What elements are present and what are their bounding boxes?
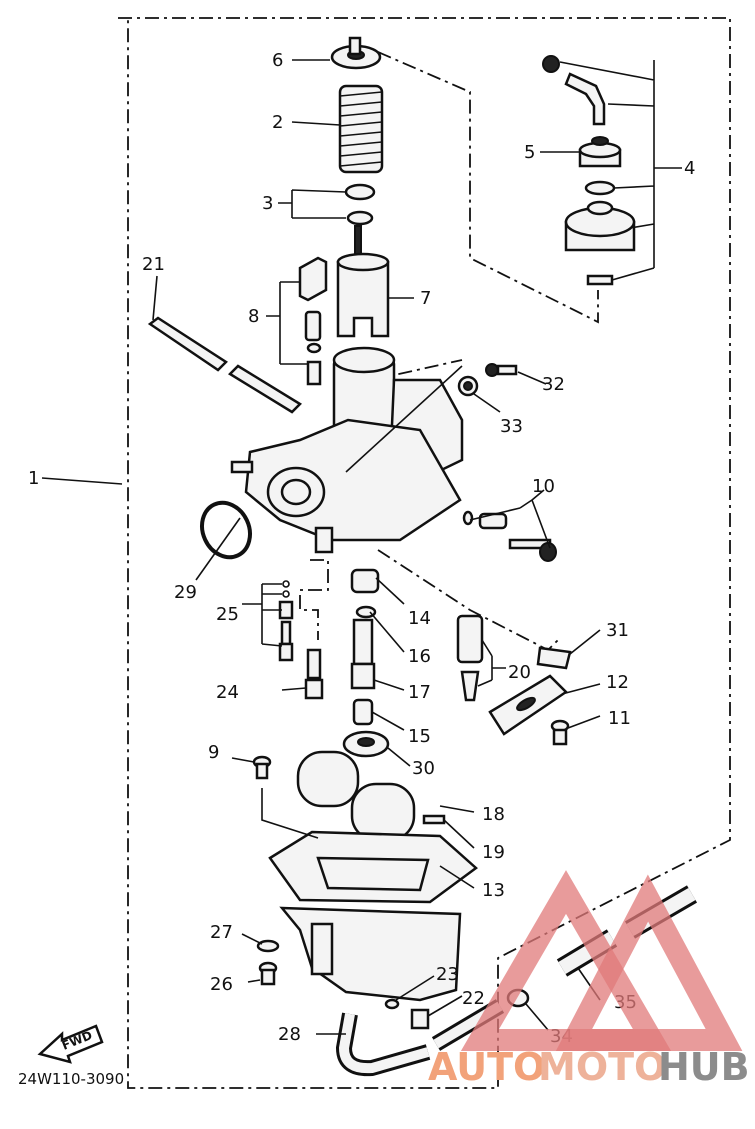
callout-13: 13: [482, 880, 505, 901]
carburetor-body-part-1: [230, 346, 464, 554]
main-jet-part-15: [352, 698, 374, 726]
callout-4: 4: [684, 158, 695, 179]
callout-33: 33: [500, 416, 523, 437]
callout-8: 8: [248, 306, 259, 327]
callout-12: 12: [606, 672, 629, 693]
nut-part-33: [457, 375, 479, 397]
callout-19: 19: [482, 842, 505, 863]
watermark-auto: AUTO: [428, 1045, 545, 1089]
callout-3: 3: [262, 193, 273, 214]
float-valve-part-20: [456, 614, 484, 702]
air-screw-part-8: [298, 256, 328, 386]
spring-part-2: [338, 84, 384, 174]
screw-part-11: [550, 719, 570, 746]
needle-jet-link: [371, 359, 463, 381]
watermark-hub: HUB: [658, 1045, 750, 1089]
baffle-part-30: [342, 730, 390, 758]
screw-part-32: [485, 363, 518, 377]
needle-and-slide-part-7: [336, 225, 390, 338]
cap-assembly-part-4: [542, 55, 606, 126]
float-pin-part-19: [422, 814, 446, 825]
callout-22: 22: [462, 988, 485, 1009]
plate-part-31: [536, 646, 572, 670]
callout-17: 17: [408, 682, 431, 703]
watermark-moto: MOTO: [538, 1045, 666, 1089]
callout-21: 21: [142, 254, 165, 275]
callout-24: 24: [216, 682, 239, 703]
diagram-code: 24W110-3090: [18, 1070, 124, 1088]
callout-9: 9: [208, 742, 219, 763]
callout-20: 20: [508, 662, 531, 683]
callout-26: 26: [210, 974, 233, 995]
needle-jet-holder-part-17: [350, 662, 376, 690]
vent-tube-part-21: [147, 316, 303, 414]
plate-part-12: [488, 674, 568, 736]
callout-7: 7: [420, 288, 431, 309]
leader-lines: [41, 59, 682, 1035]
washer-part-27: [256, 939, 280, 953]
callout-28: 28: [278, 1024, 301, 1045]
plug-part-26: [258, 961, 278, 986]
float-bowl: [279, 906, 462, 1002]
gasket-part-13: [268, 830, 478, 904]
callout-18: 18: [482, 804, 505, 825]
top-cap-part-4: [564, 200, 636, 286]
pilot-jet-part-24: [304, 648, 324, 700]
callout-10: 10: [532, 476, 555, 497]
callout-14: 14: [408, 608, 431, 629]
callout-23: 23: [436, 964, 459, 985]
needle-jet-part-14: [350, 568, 380, 619]
throttle-screw-part-10: [462, 510, 557, 562]
o-ring-part-29: [200, 500, 252, 560]
callout-16: 16: [408, 646, 431, 667]
callout-1: 1: [28, 468, 39, 489]
callout-5: 5: [524, 142, 535, 163]
callout-30: 30: [412, 758, 435, 779]
callout-27: 27: [210, 922, 233, 943]
clip-part-3: [344, 183, 376, 226]
callout-labels: 6 2 3 21 8 7 5 4 32 33 1 10 29 25 14 16 …: [28, 50, 695, 1047]
washer-part-6: [330, 36, 382, 70]
float-bowl-link: [377, 549, 559, 652]
callout-29: 29: [174, 582, 197, 603]
needle-jet-part-16: [352, 618, 374, 666]
float-part-18: [296, 750, 416, 842]
callout-2: 2: [272, 112, 283, 133]
pilot-jet-link: [299, 559, 329, 640]
drain-screw-part-22: [410, 1008, 430, 1030]
cap-assembly-link: [377, 51, 599, 324]
callout-11: 11: [608, 708, 631, 729]
callout-6: 6: [272, 50, 283, 71]
screw-part-9: [252, 755, 272, 780]
o-ring-part-23: [384, 998, 400, 1010]
callout-32: 32: [542, 374, 565, 395]
hose-part-28: [335, 1012, 431, 1077]
automotohub-logo: AUTO MOTO HUB: [428, 870, 750, 1089]
cap-part-5: [578, 136, 622, 196]
fwd-arrow-icon: FWD: [37, 1024, 104, 1064]
callout-31: 31: [606, 620, 629, 641]
callout-15: 15: [408, 726, 431, 747]
pilot-screw-part-25: [278, 580, 294, 662]
callout-25: 25: [216, 604, 239, 625]
